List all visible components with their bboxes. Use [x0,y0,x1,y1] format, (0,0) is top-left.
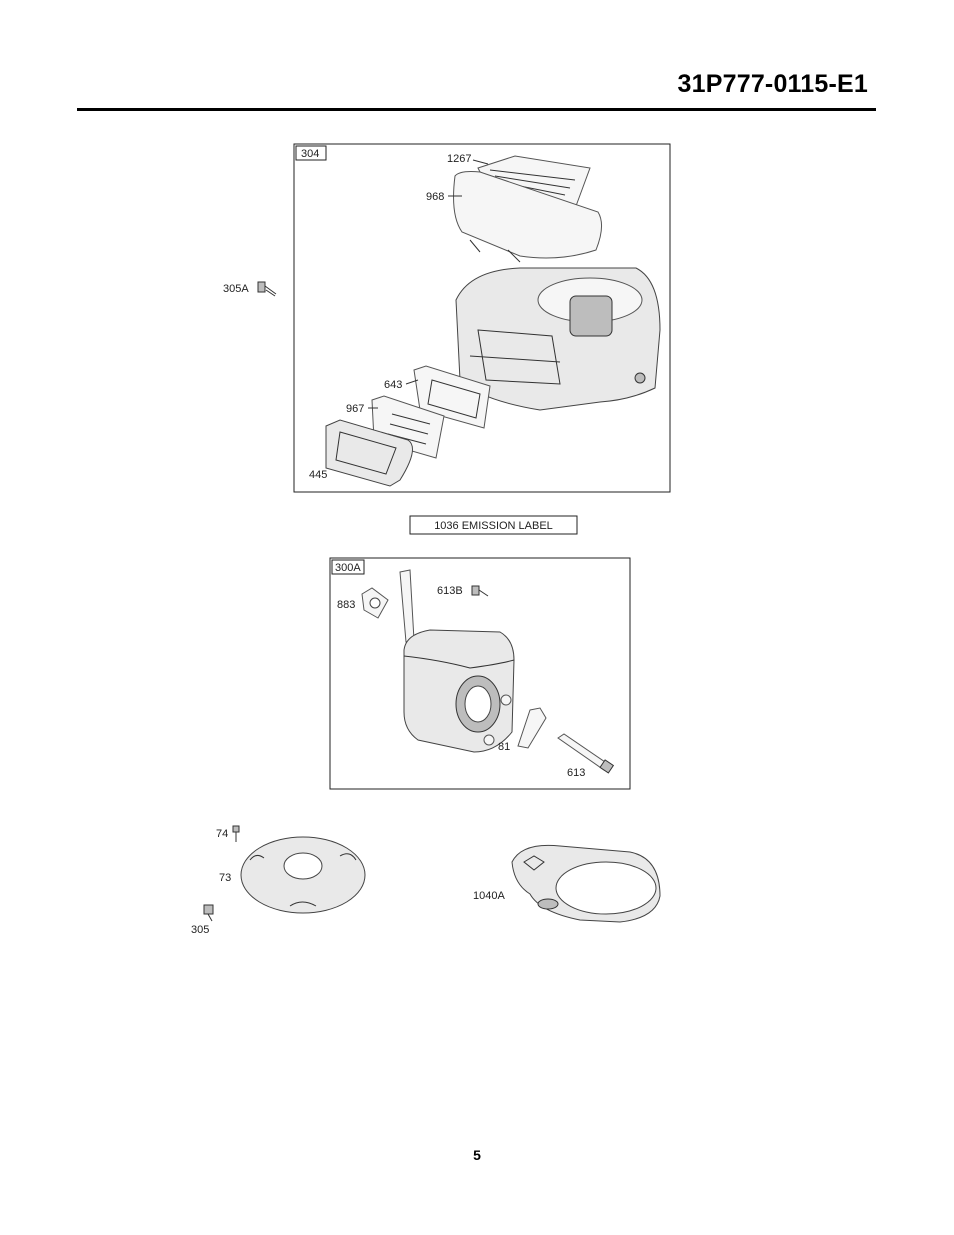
leader-1267 [472,159,489,165]
part-73-cover-tabs [249,853,357,907]
callout-81: 81 [498,741,510,753]
figure-304-tag: 304 [301,148,319,160]
emission-label-box [409,515,578,535]
emission-label-text: 1036 EMISSION LABEL [434,520,553,532]
callout-305: 305 [191,924,209,936]
callout-883: 883 [337,599,355,611]
muffler-bracket [399,569,415,643]
emission-label-group: 1036 EMISSION LABEL [409,515,578,535]
callout-613: 613 [567,767,585,779]
blower-housing-window [477,329,561,385]
callout-967: 967 [346,403,364,415]
part-968-tabs [469,239,521,263]
part-305A-screw [257,281,277,297]
callout-74: 74 [216,828,228,840]
muffler-seam [403,655,515,669]
muffler-outlet-center [464,685,492,723]
part-643-frame-inner [427,379,481,419]
part-81-lock-plate [517,707,547,749]
part-73-cover-center [283,852,323,880]
callout-445: 445 [309,469,327,481]
part-613-bolt-head [599,759,615,774]
figure-304: 304 1267 968 305A [223,143,671,493]
figure-300A-frame [329,557,631,790]
figure-73: 74 73 305 [191,825,366,936]
part-968-housing-cover [453,171,602,259]
callout-1267: 1267 [447,153,471,165]
part-613B-screw [471,585,489,597]
figure-300A-tag: 300A [335,562,361,574]
callout-73: 73 [219,872,231,884]
part-74-screw [232,825,240,842]
blower-housing-inner-well [569,295,613,337]
muffler-hole-right [500,694,512,706]
part-305-screw [203,904,214,922]
part-1040A-diamond-cutout [523,855,545,871]
callout-613B: 613B [437,585,463,597]
part-613-bolt [557,733,609,771]
figure-1040A: 1040A [473,844,661,923]
part-1040A-tab [537,898,559,910]
part-883-gasket-hole [369,597,381,609]
callout-1040A: 1040A [473,890,505,902]
figure-304-tag-box [295,145,327,161]
part-445-grille [325,419,413,487]
part-445-grille-inner [335,431,397,475]
callout-643: 643 [384,379,402,391]
figure-300A-tag-box [331,559,365,575]
blower-housing-edge [469,355,561,363]
blower-housing-boss [634,372,646,384]
figure-300A: 300A 883 613B 81 613 [329,557,631,790]
callout-305A: 305A [223,283,249,295]
document-number: 31P777-0115-E1 [677,70,868,98]
part-1040A-opening [555,861,657,915]
leader-643 [405,379,419,385]
figure-304-frame [293,143,671,493]
page-number: 5 [473,1147,481,1163]
callout-968: 968 [426,191,444,203]
header-rule [77,108,876,111]
muffler-hole-bottom [483,734,495,746]
